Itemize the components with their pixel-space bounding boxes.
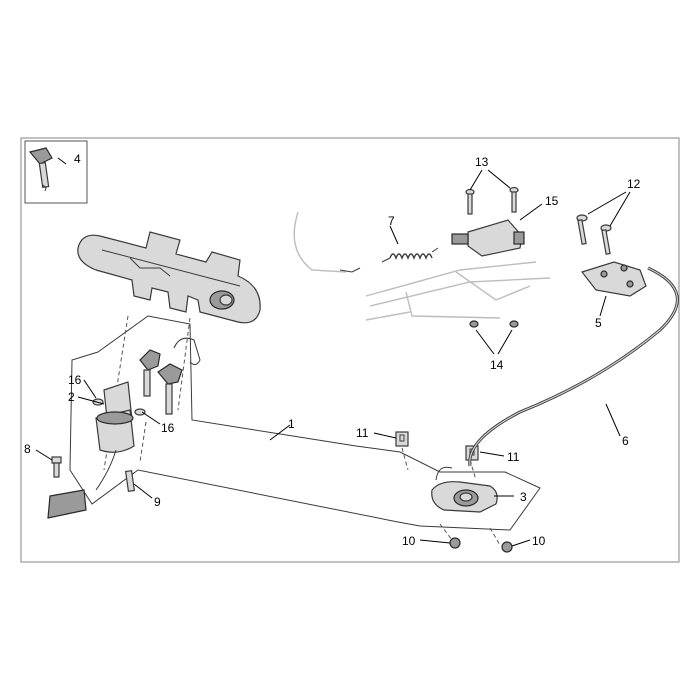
callout-3: 3: [520, 490, 527, 504]
leader-lines: [35, 157, 631, 547]
callout-16a: 16: [68, 373, 82, 387]
screw-12b: [600, 224, 612, 255]
key-icon: [28, 147, 53, 192]
callout-7: 7: [388, 214, 395, 228]
callout-12: 12: [627, 177, 641, 191]
seat-latch: [580, 261, 647, 297]
key-inset: [24, 140, 88, 204]
key-icon: [157, 363, 183, 415]
key-ring: [173, 337, 201, 366]
callout-6: 6: [622, 434, 629, 448]
callout-10b: 10: [532, 534, 546, 548]
frame-ghost: [293, 211, 551, 321]
callout-8: 8: [24, 442, 31, 456]
top-yoke: [77, 231, 261, 324]
callout-4: 4: [74, 152, 81, 166]
callout-5: 5: [595, 316, 602, 330]
callout-9: 9: [154, 495, 161, 509]
nut-10b: [501, 541, 513, 553]
key-icon: [139, 349, 161, 397]
nut-14b: [509, 320, 519, 328]
callout-2: 2: [68, 390, 75, 404]
screw-16b: [134, 408, 146, 416]
nut-14a: [469, 320, 479, 328]
callout-11a: 11: [356, 426, 369, 440]
callout-10a: 10: [402, 534, 416, 548]
callout-15: 15: [545, 194, 559, 208]
screw-12a: [576, 214, 588, 245]
diagram-frame: [20, 137, 680, 563]
bolt-8: [51, 456, 62, 478]
callout-11b: 11: [507, 450, 520, 464]
switch-15: [451, 219, 525, 257]
cable-highlight: [469, 267, 678, 467]
callout-labels: 1 2 3 4 5 6 7 8 9 10 10 11 11 12 13 14 1…: [24, 152, 641, 548]
ignition-switch-icon: [47, 381, 135, 519]
callout-13: 13: [475, 155, 489, 169]
nut-10a: [449, 537, 461, 549]
clip-11a: [395, 431, 409, 447]
lock-bracket: [431, 466, 498, 513]
screw-13a: [465, 188, 475, 215]
screw-13b: [509, 186, 519, 213]
pin-9: [124, 470, 136, 492]
callout-1: 1: [288, 417, 295, 431]
spring-7: [339, 247, 439, 273]
callout-16b: 16: [161, 421, 175, 435]
callout-14: 14: [490, 358, 504, 372]
